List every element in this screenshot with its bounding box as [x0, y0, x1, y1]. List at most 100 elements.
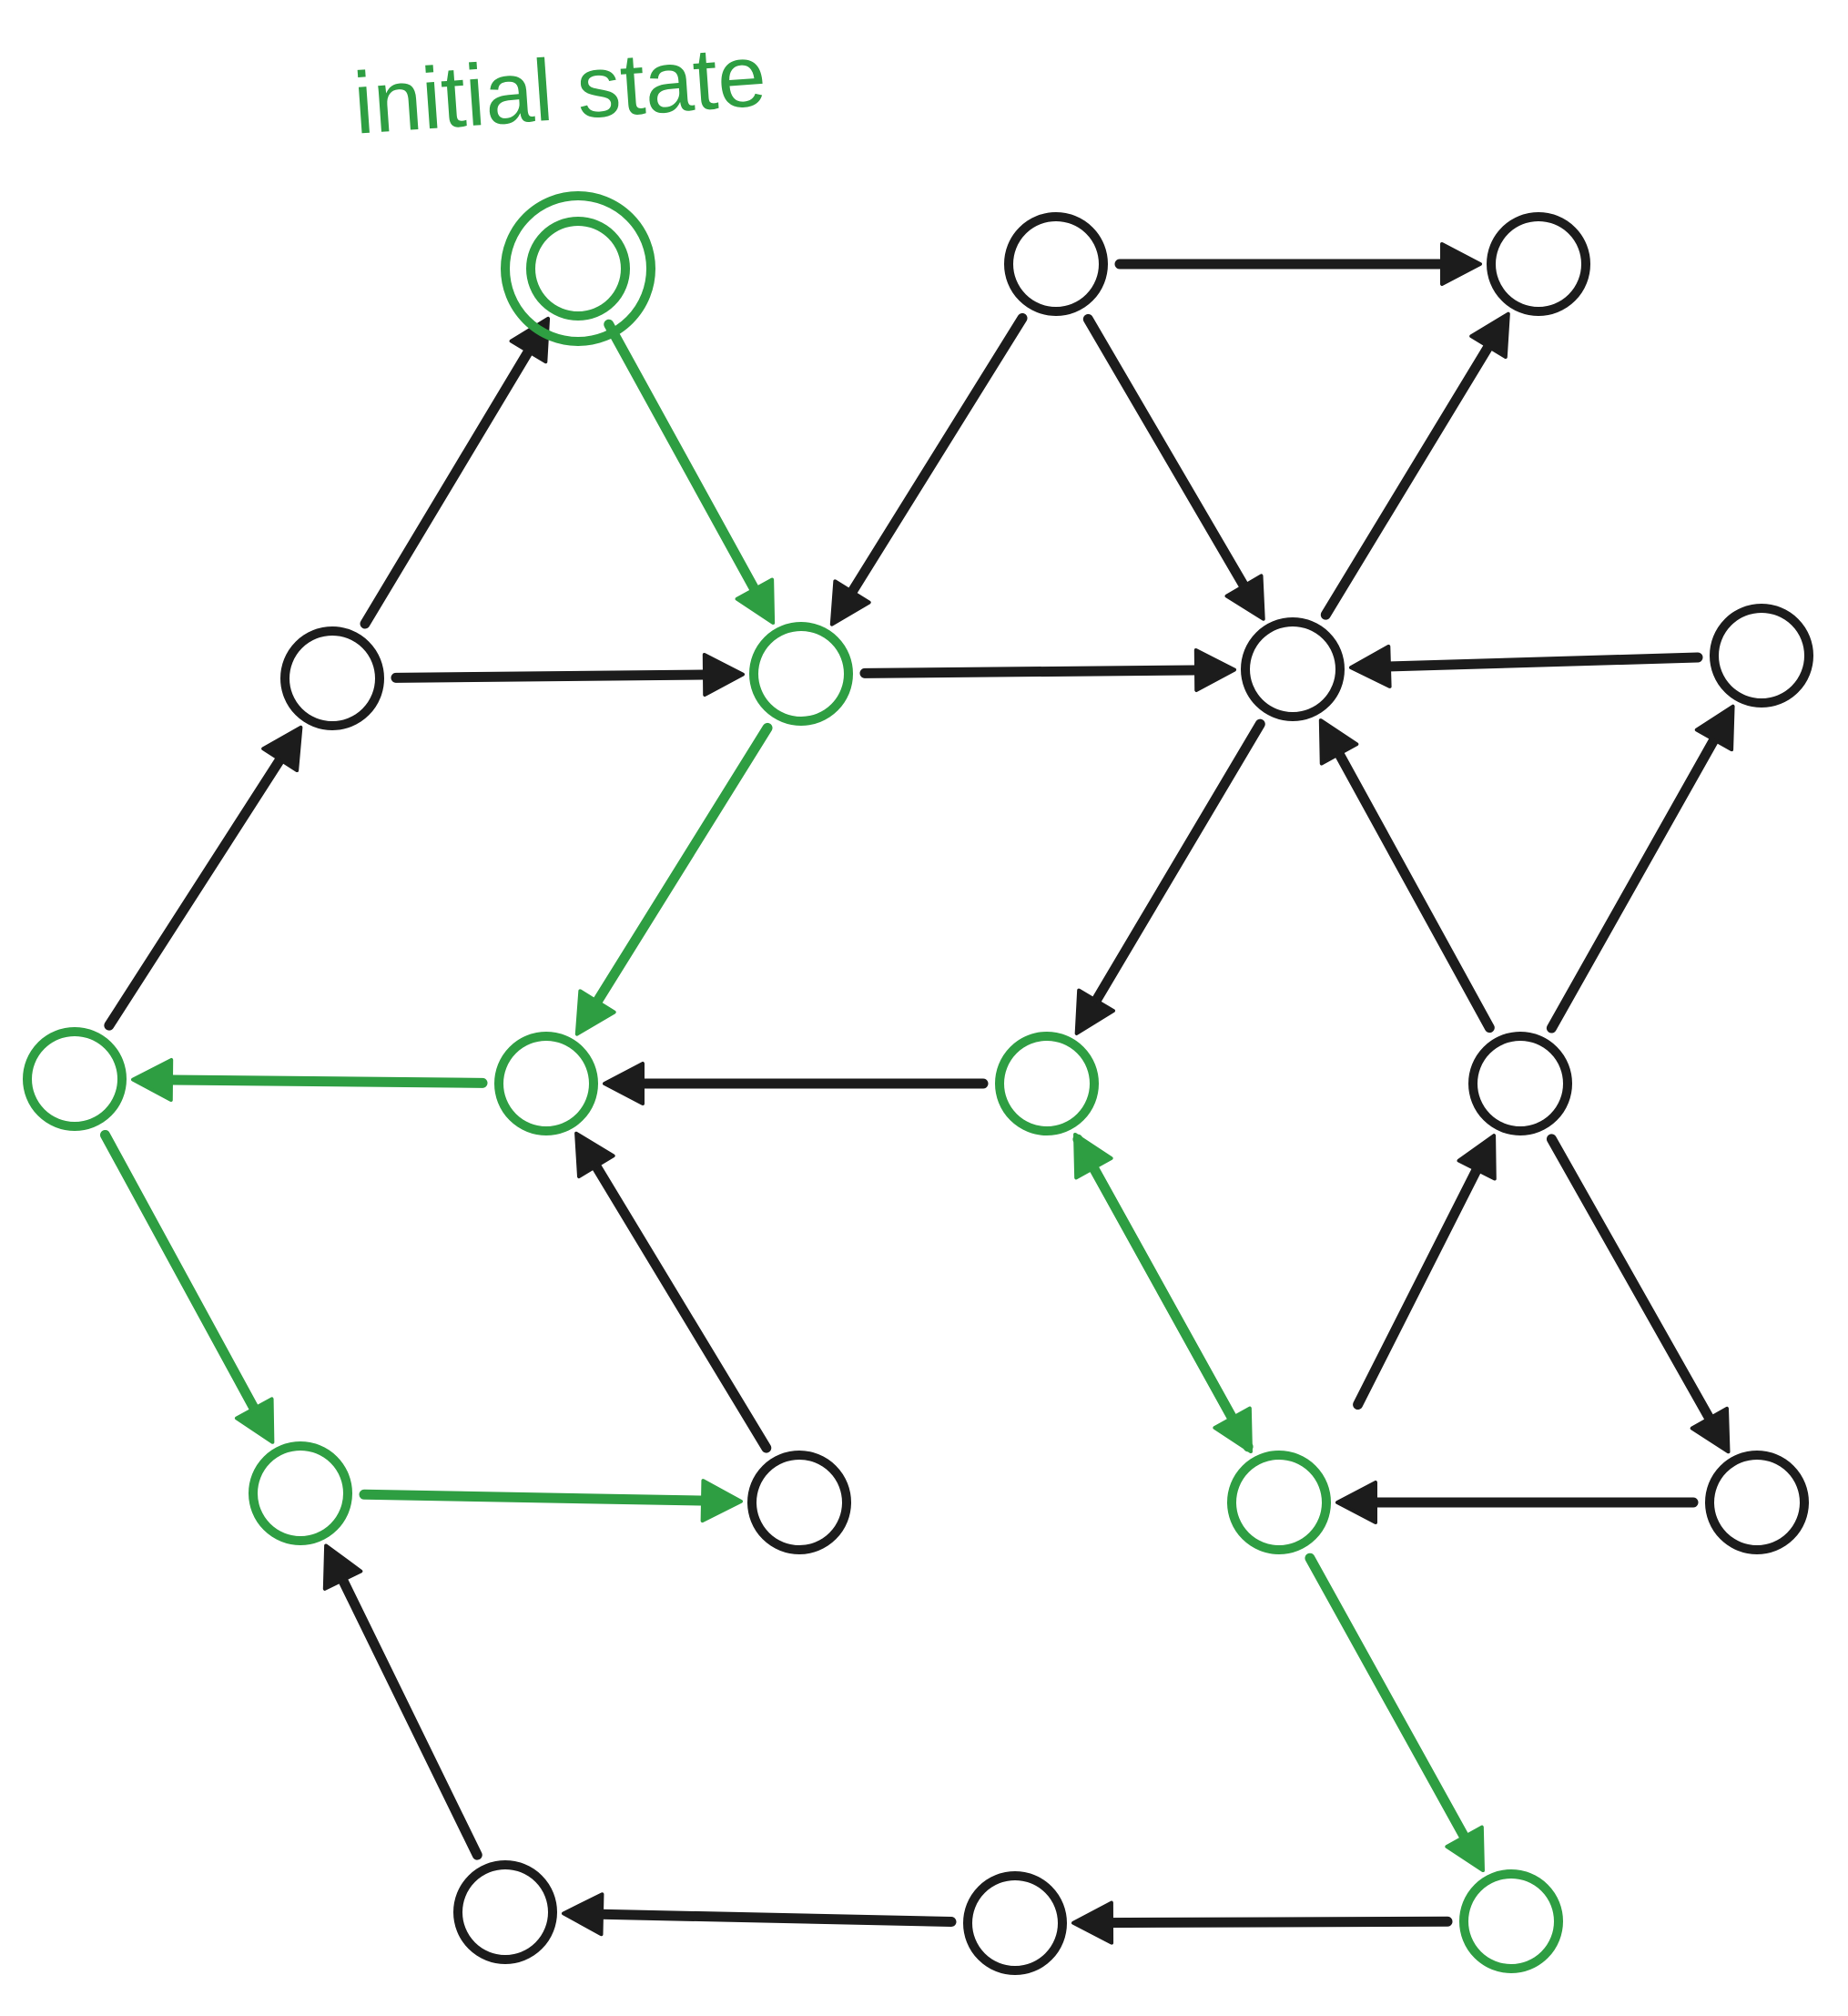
arrowhead: [1224, 574, 1265, 621]
state-node-k: [1468, 1032, 1572, 1135]
edge-line: [1072, 1134, 1243, 1433]
state-node-e: [749, 622, 853, 726]
edge-line: [841, 312, 1028, 606]
edge-b-f: [1082, 313, 1265, 621]
state-node-i: [494, 1032, 598, 1135]
arrowhead: [322, 1543, 363, 1591]
state-circle: [494, 1032, 598, 1135]
arrowhead: [1690, 1406, 1731, 1454]
edge-b-c: [1114, 242, 1482, 286]
state-circle: [1004, 212, 1108, 316]
edge-f-c: [1320, 311, 1510, 620]
state-node-j: [995, 1032, 1099, 1135]
arrowhead: [829, 579, 871, 626]
edge-line: [1095, 1916, 1453, 1929]
edge-line: [585, 1151, 772, 1453]
edge-b-e: [829, 312, 1028, 626]
state-circle: [749, 622, 853, 726]
state-node-a: [501, 191, 655, 346]
edge-f-j: [1074, 718, 1265, 1035]
edge-k-f: [1318, 718, 1495, 1033]
edge-line: [1328, 738, 1495, 1033]
arrowhead: [1457, 1134, 1497, 1181]
edge-line: [360, 337, 540, 629]
edge-line: [359, 1489, 719, 1506]
arrowhead: [735, 577, 776, 625]
state-circle: [963, 1871, 1067, 1975]
edge-j-n: [1072, 1134, 1253, 1454]
edge-line: [604, 319, 766, 605]
edge-line: [1320, 331, 1499, 620]
state-node-o: [1705, 1451, 1809, 1554]
arrowhead: [1469, 311, 1510, 360]
edge-r-s: [1071, 1900, 1453, 1945]
state-node-h: [23, 1027, 127, 1131]
state-circle: [1227, 1451, 1331, 1554]
edge-m-i: [574, 1131, 772, 1453]
state-circle: [1468, 1032, 1572, 1135]
state-circle: [23, 1027, 127, 1131]
state-circle: [453, 1860, 557, 1964]
edge-line: [1085, 718, 1265, 1015]
arrowhead: [234, 1397, 275, 1444]
state-node-l: [249, 1441, 352, 1545]
edge-line: [859, 665, 1213, 678]
edge-d-a: [360, 316, 551, 629]
edge-p-n: [1335, 1481, 1699, 1524]
arrowhead: [1348, 644, 1392, 688]
state-circle: [280, 626, 384, 730]
edge-line: [104, 745, 291, 1031]
state-node-r: [1459, 1869, 1563, 1973]
edge-line: [586, 722, 773, 1016]
edge-line: [1546, 725, 1725, 1033]
arrowhead: [1694, 704, 1735, 752]
edge-q-l: [322, 1543, 482, 1860]
edge-h-l: [100, 1129, 275, 1444]
arrowhead: [1440, 242, 1482, 286]
edge-line: [155, 1074, 488, 1088]
edge-line: [1353, 1155, 1488, 1410]
state-circle: [1241, 617, 1345, 721]
state-circle: [1705, 1451, 1809, 1554]
edge-j-i: [603, 1062, 989, 1105]
arrowhead: [130, 1058, 174, 1103]
edge-s-q: [561, 1892, 957, 1937]
arrowhead: [1213, 1406, 1253, 1454]
state-node-c: [1487, 212, 1590, 316]
arrowhead: [574, 1131, 615, 1179]
state-circle: [526, 217, 630, 321]
state-node-b: [1004, 212, 1108, 316]
arrowhead: [1074, 988, 1116, 1035]
arrowhead: [1071, 1900, 1114, 1945]
edge-g-f: [1348, 644, 1703, 688]
edge-line: [1082, 313, 1255, 601]
edge-a-e: [604, 319, 776, 625]
arrowhead: [700, 1479, 744, 1523]
edge-line: [1546, 1134, 1721, 1433]
edge-line: [1373, 652, 1703, 672]
state-node-g: [1710, 604, 1813, 708]
arrowhead: [1193, 647, 1237, 692]
arrowhead: [702, 653, 746, 697]
edge-i-h: [130, 1058, 488, 1103]
arrowhead: [561, 1892, 604, 1937]
edge-line: [585, 1909, 957, 1928]
arrowhead: [1318, 718, 1359, 766]
state-node-m: [747, 1451, 851, 1554]
state-node-q: [963, 1871, 1067, 1975]
arrowhead: [603, 1062, 645, 1105]
state-circle: [1710, 604, 1813, 708]
edges-layer: [100, 242, 1735, 1945]
state-node-f: [1241, 617, 1345, 721]
state-node-n: [1227, 1451, 1331, 1554]
edge-line: [100, 1129, 265, 1423]
state-circle: [747, 1451, 851, 1554]
nodes-layer: [23, 191, 1813, 1975]
arrowhead: [261, 725, 303, 773]
state-node-p: [453, 1860, 557, 1964]
edge-line: [1305, 1553, 1475, 1852]
edge-o-k: [1353, 1134, 1497, 1410]
edge-h-d: [104, 725, 303, 1031]
state-circle: [1459, 1869, 1563, 1973]
edge-line: [391, 669, 721, 683]
